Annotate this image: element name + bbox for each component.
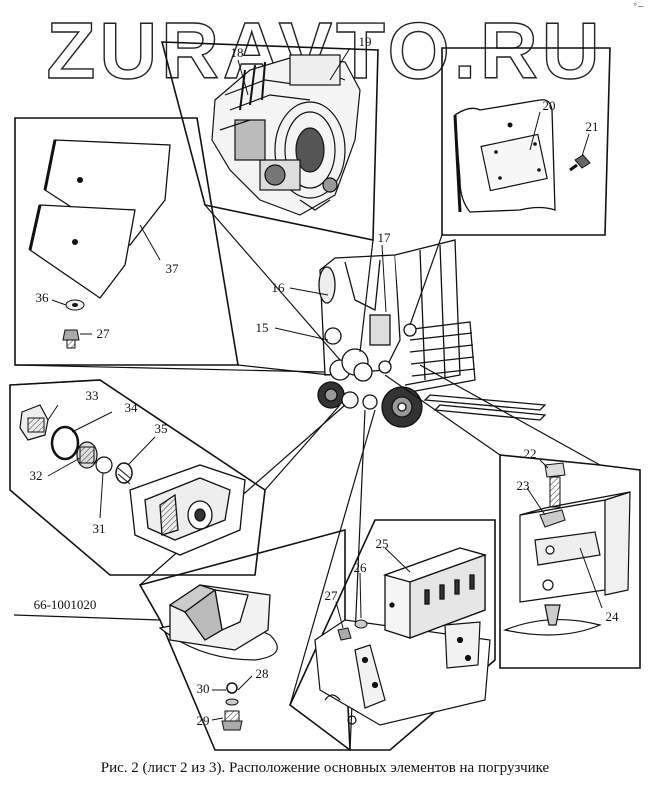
- callout-37: 37: [166, 261, 180, 276]
- bolt-27-center: [337, 627, 352, 641]
- corner-mark: °−: [633, 2, 644, 11]
- callout-20: 20: [543, 98, 556, 113]
- ball-31: [95, 456, 113, 474]
- forklift-callout-circles: [324, 323, 417, 410]
- callout-32: 32: [30, 468, 43, 483]
- callout-23: 23: [517, 478, 530, 493]
- washer-36: [65, 299, 85, 311]
- callout-27-center: 27: [325, 588, 339, 603]
- cover-panel: 25 26 27: [289, 519, 496, 751]
- plate-panel: 20 21: [441, 47, 611, 236]
- callout-33: 33: [86, 388, 99, 403]
- pads-panel: 37 36 27: [14, 117, 239, 366]
- callout-19: 19: [359, 34, 372, 49]
- bolt-22: [544, 462, 566, 508]
- engine-panel: 18 19: [160, 34, 379, 241]
- cover-25: [382, 547, 488, 639]
- figure-caption: Рис. 2 (лист 2 из 3). Расположение основ…: [100, 760, 550, 776]
- washer-28: [225, 698, 239, 706]
- callout-36: 36: [36, 290, 50, 305]
- callout-29: 29: [197, 713, 210, 728]
- engine-drawing: [211, 54, 361, 216]
- part-number-label: 66-1001020: [34, 597, 97, 612]
- callout-34: 34: [125, 400, 139, 415]
- callout-27-left: 27: [97, 326, 111, 341]
- callout-21: 21: [586, 119, 599, 134]
- frame-drawing: [314, 619, 491, 726]
- washer-23: [539, 509, 566, 528]
- washer-30: [226, 682, 238, 694]
- bolt-27-left: [62, 329, 80, 349]
- spring-32: [76, 441, 98, 469]
- callout-26: 26: [354, 560, 368, 575]
- valve-panel: 33 34 32 31 35: [9, 379, 266, 576]
- bolt-29: [221, 710, 243, 731]
- spring-35: [115, 462, 133, 485]
- callout-28: 28: [256, 666, 269, 681]
- callout-24: 24: [606, 609, 620, 624]
- callout-18: 18: [231, 45, 244, 60]
- callout-35: 35: [155, 421, 168, 436]
- washer-26: [354, 619, 368, 629]
- callout-25: 25: [376, 536, 389, 551]
- screw-21: [569, 154, 591, 172]
- bracket-block: [168, 584, 271, 651]
- ring-34: [50, 425, 80, 461]
- callout-16: 16: [272, 280, 286, 295]
- callout-31: 31: [93, 521, 106, 536]
- forklift-drawing: [317, 239, 547, 428]
- panel-connector-lines: [9, 204, 601, 751]
- mount-drawing: [502, 491, 631, 636]
- plug-33: [19, 404, 49, 441]
- callout-22: 22: [524, 446, 537, 461]
- bracket-panel: 66-1001020 28 30 29: [13, 528, 351, 751]
- mount-panel: 22 23 24: [499, 446, 641, 669]
- callout-17: 17: [378, 230, 392, 245]
- callout-30: 30: [197, 681, 210, 696]
- valve-body: [129, 464, 246, 556]
- callout-15: 15: [256, 320, 269, 335]
